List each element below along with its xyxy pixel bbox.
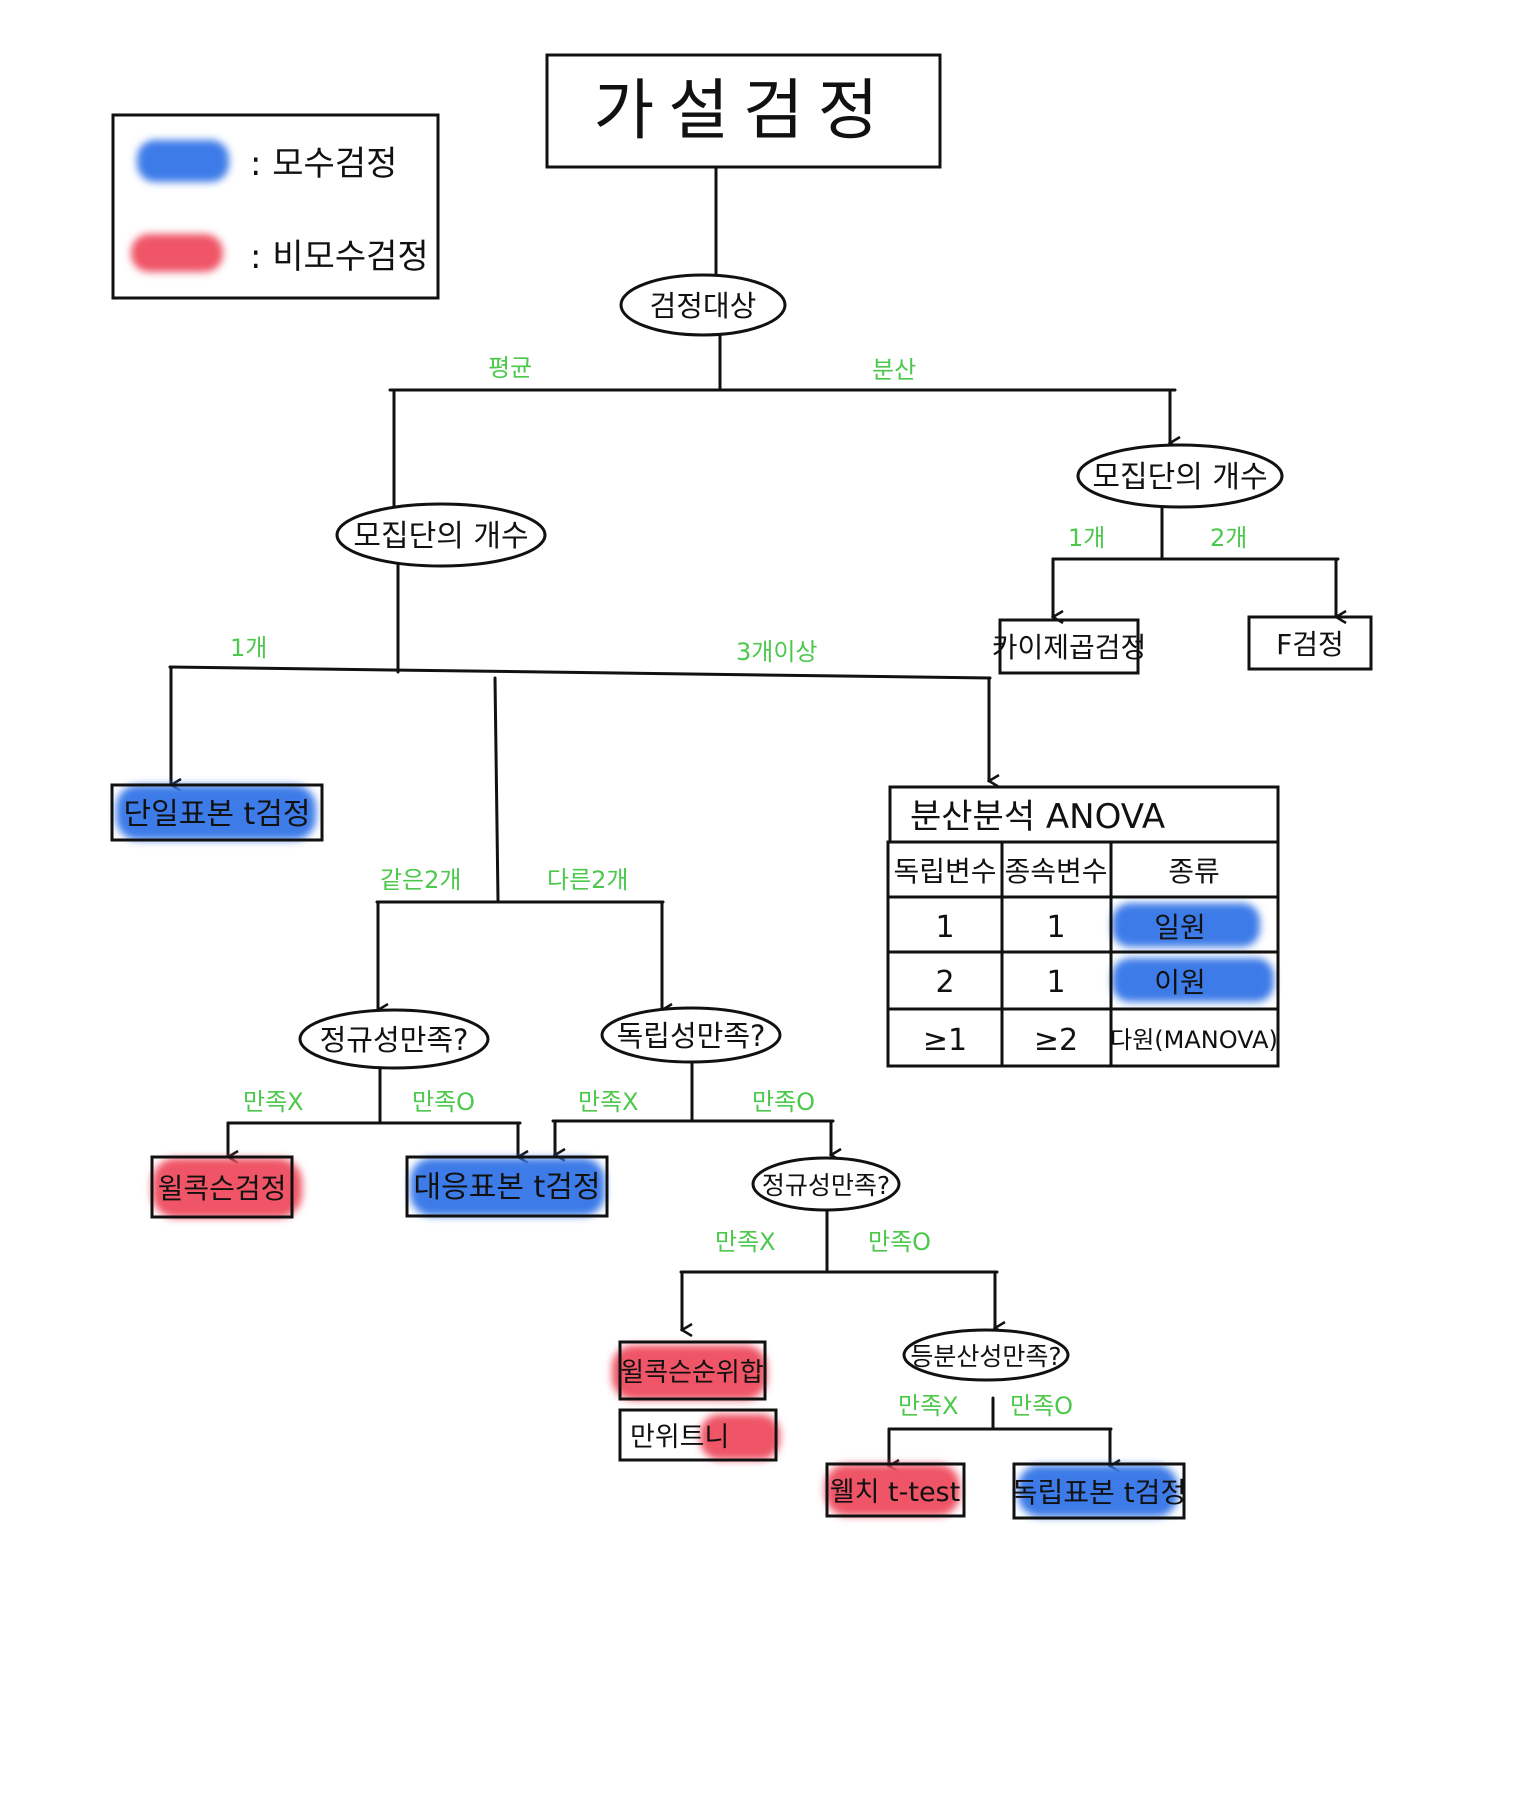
edge-label-variance: 분산	[872, 356, 916, 384]
decision-target-label: 검정대상	[650, 289, 757, 323]
decision-groups-variance: 모집단의 개수	[1076, 443, 1284, 509]
result-independent-t: 독립표본 t검정	[1012, 1462, 1186, 1520]
decision-groups-mean: 모집단의 개수	[335, 502, 547, 568]
anova-cell: 2	[935, 965, 954, 1000]
anova-cell: 일원	[1154, 911, 1206, 944]
anova-cell: ≥1	[923, 1023, 967, 1058]
edge-labels: 평균 분산 1개 2개 1개 3개이상 같은2개 다른2개 만족X 만족O 만족…	[230, 354, 1247, 1420]
edge-label-var-two: 2개	[1210, 524, 1247, 552]
legend-nonparametric-swatch	[131, 234, 223, 272]
result-mann-whitney-label: 만위트니	[630, 1422, 729, 1453]
connectors	[168, 165, 1338, 1466]
decision-equal-variance: 등분산성만족?	[902, 1328, 1070, 1382]
edge-label-var-one: 1개	[1068, 524, 1105, 552]
edge-label-diff-two: 다른2개	[547, 866, 629, 894]
edge-label-indep-no: 만족X	[578, 1088, 639, 1116]
edge-label-norm1-no: 만족X	[243, 1088, 304, 1116]
edge-label-norm2-no: 만족X	[715, 1228, 776, 1256]
anova-type-highlight-2	[1112, 958, 1274, 1002]
decision-normality-2: 정규성만족?	[751, 1156, 901, 1212]
anova-cell: 다원(MANOVA)	[1110, 1026, 1278, 1054]
result-chi-square: 카이제곱검정	[992, 618, 1147, 675]
result-wilcoxon-signed-label: 윌콕슨검정	[158, 1172, 287, 1205]
result-independent-t-label: 독립표본 t검정	[1012, 1476, 1186, 1509]
anova-cell: 이원	[1154, 966, 1206, 999]
decision-groups-mean-label: 모집단의 개수	[353, 519, 528, 554]
result-one-sample-t: 단일표본 t검정	[110, 783, 324, 842]
result-f-test: F검정	[1247, 615, 1373, 671]
result-wilcoxon-rank-sum-label: 윌콕슨순위합	[620, 1358, 764, 1388]
result-welch-label: 웰치 t-test	[830, 1477, 960, 1508]
anova-table: 분산분석 ANOVA 독립변수 종속변수 종류 1 1 일원 2 1 이원 ≥1…	[886, 785, 1280, 1068]
decision-independence: 독립성만족?	[600, 1006, 782, 1064]
decision-independence-label: 독립성만족?	[617, 1019, 766, 1053]
edge-label-same-two: 같은2개	[380, 866, 462, 894]
result-paired-t: 대응표본 t검정	[405, 1155, 609, 1218]
page-title: 가설검정	[594, 72, 893, 149]
edge-label-mean-three: 3개이상	[736, 638, 818, 666]
anova-cell: 1	[1046, 910, 1065, 945]
anova-cell: 1	[1046, 965, 1065, 1000]
anova-type-highlight-1	[1112, 903, 1260, 947]
edge-label-norm2-yes: 만족O	[868, 1228, 931, 1256]
result-mann-whitney: 만위트니	[618, 1408, 780, 1462]
title-box	[545, 53, 942, 169]
result-f-test-label: F검정	[1276, 628, 1344, 661]
anova-title: 분산분석 ANOVA	[910, 797, 1165, 837]
anova-header-type: 종류	[1168, 855, 1220, 888]
result-one-sample-t-label: 단일표본 t검정	[124, 797, 311, 832]
edge-label-mean-one: 1개	[230, 634, 267, 662]
legend: : 모수검정 : 비모수검정	[111, 113, 440, 300]
edge-label-mean: 평균	[488, 354, 532, 382]
anova-header-independent: 독립변수	[893, 855, 996, 888]
decision-normality-2-label: 정규성만족?	[762, 1171, 890, 1200]
anova-cell: 1	[935, 910, 954, 945]
decision-normality-1-label: 정규성만족?	[320, 1023, 469, 1057]
edge-label-norm1-yes: 만족O	[412, 1088, 475, 1116]
result-chi-square-label: 카이제곱검정	[992, 631, 1147, 664]
decision-target: 검정대상	[619, 273, 787, 337]
edge-label-eqvar-no: 만족X	[898, 1392, 959, 1420]
result-welch: 웰치 t-test	[825, 1462, 966, 1518]
anova-cell: ≥2	[1034, 1023, 1078, 1058]
anova-header-dependent: 종속변수	[1004, 855, 1107, 888]
edge-label-eqvar-yes: 만족O	[1010, 1392, 1073, 1420]
legend-nonparametric-label: : 비모수검정	[250, 237, 429, 277]
result-wilcoxon-rank-sum: 윌콕슨순위합	[612, 1340, 767, 1401]
legend-parametric-label: : 모수검정	[250, 144, 397, 184]
decision-normality-1: 정규성만족?	[298, 1008, 490, 1070]
edge-label-indep-yes: 만족O	[752, 1088, 815, 1116]
result-wilcoxon-signed: 윌콕슨검정	[150, 1155, 302, 1219]
decision-groups-variance-label: 모집단의 개수	[1092, 460, 1267, 495]
result-paired-t-label: 대응표본 t검정	[414, 1170, 601, 1205]
legend-parametric-swatch	[137, 140, 229, 182]
decision-equal-variance-label: 등분산성만족?	[910, 1342, 1061, 1371]
